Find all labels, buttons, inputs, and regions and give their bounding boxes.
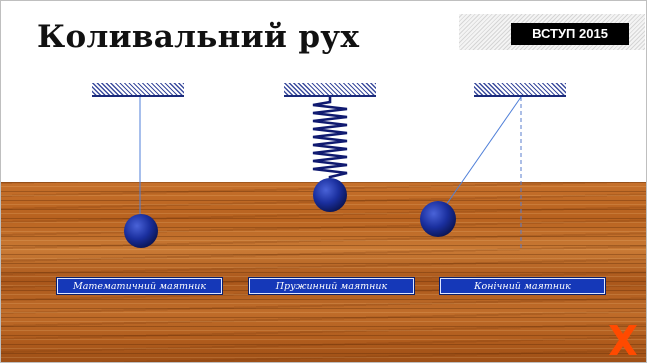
wood-background (1, 182, 646, 362)
spring-coil (312, 97, 348, 181)
mathematical-pendulum-support (92, 83, 184, 97)
exam-badge: ВСТУП 2015 (511, 23, 629, 45)
spring-pendulum-support (284, 83, 376, 97)
mathematical-pendulum-button[interactable]: Математичний маятник (57, 278, 222, 294)
conical-pendulum-button[interactable]: Конічний маятник (440, 278, 605, 294)
mathematical-pendulum-ball (124, 214, 158, 248)
close-icon[interactable] (605, 323, 641, 357)
conical-pendulum-ball (420, 201, 456, 237)
conical-pendulum-support (474, 83, 566, 97)
conical-pendulum-string (445, 96, 522, 206)
spring-pendulum-button[interactable]: Пружинний маятник (249, 278, 414, 294)
spring-pendulum-ball (313, 178, 347, 212)
slide-title: Коливальний рух (37, 19, 360, 55)
